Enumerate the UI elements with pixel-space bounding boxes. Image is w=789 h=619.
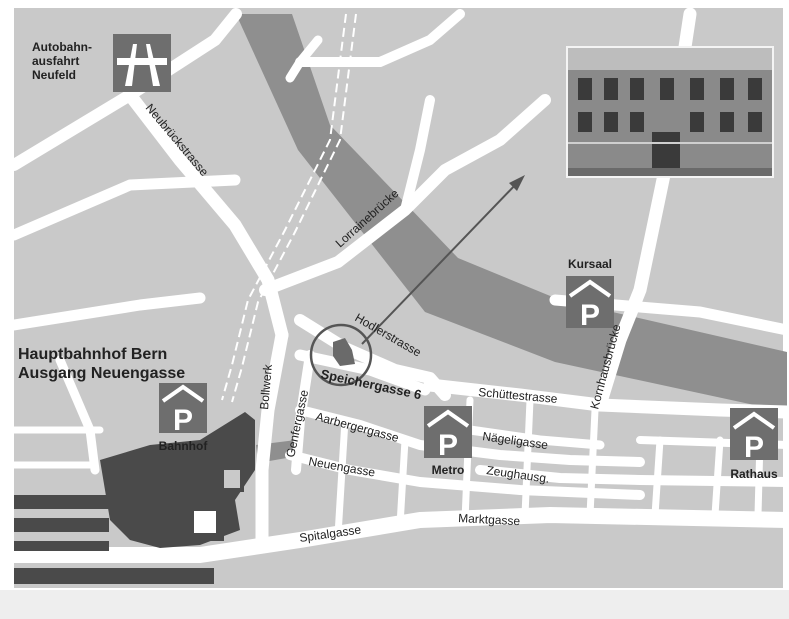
destination-marker [309,323,373,387]
road-network [6,7,789,563]
building-photo [566,46,774,178]
road-naegeligasse [465,425,605,450]
road-neubrueckstrasse [123,88,289,342]
road-lorraine-west [285,35,323,83]
road-left-diagonal [8,174,241,241]
road-bollwerk [255,328,289,552]
motorway-icon [113,34,171,92]
parking-icon [159,383,207,433]
parking-icon [730,408,778,460]
building-block [14,568,214,584]
road-neuengasse [285,450,645,500]
svg-text:P: P [438,429,458,462]
parking-icon [566,276,614,328]
autobahn-label-3: Neufeld [32,68,76,82]
parking-name-metro: Metro [432,463,465,477]
road-top-left [8,8,242,171]
street-schuettestrasse: Schüttestrasse [478,385,559,406]
svg-text:P: P [744,431,764,464]
station-label-2: Ausgang Neuengasse [18,365,185,382]
courtyard [194,511,216,533]
parking-name-kursaal: Kursaal [568,257,612,271]
parking-icon [424,406,472,458]
road-speichergasse [294,349,431,396]
svg-text:P: P [580,299,600,332]
parking-name-rathaus: Rathaus [730,467,778,481]
autobahn-label-1: Autobahn- [32,40,92,54]
parking-rathaus: P [730,408,778,464]
station-label-1: Hauptbahnhof Bern [18,346,167,363]
railway-lines [221,13,357,403]
parking-kursaal: P [566,276,614,332]
courtyard-2 [220,466,244,492]
road-west-lower [8,292,206,331]
parking-bahnhof: P [159,383,207,437]
street-marktgasse: Marktgasse [458,511,521,528]
road-lorraine-north [400,95,435,215]
station-buildings [14,412,255,551]
road-lorrainebruecke [259,94,551,296]
street-bollwerk: Bollwerk [257,363,275,410]
parking-metro: P [424,406,472,462]
road-genfergasse [291,350,315,475]
autobahn-label-2: ausfahrt [32,54,79,68]
river [236,14,787,412]
svg-text:P: P [173,404,193,437]
pointer-arrow [361,175,525,345]
road-zeughausgasse [475,465,789,487]
parking-name-bahnhof: Bahnhof [159,439,209,453]
map-bottom-strip [0,590,789,619]
